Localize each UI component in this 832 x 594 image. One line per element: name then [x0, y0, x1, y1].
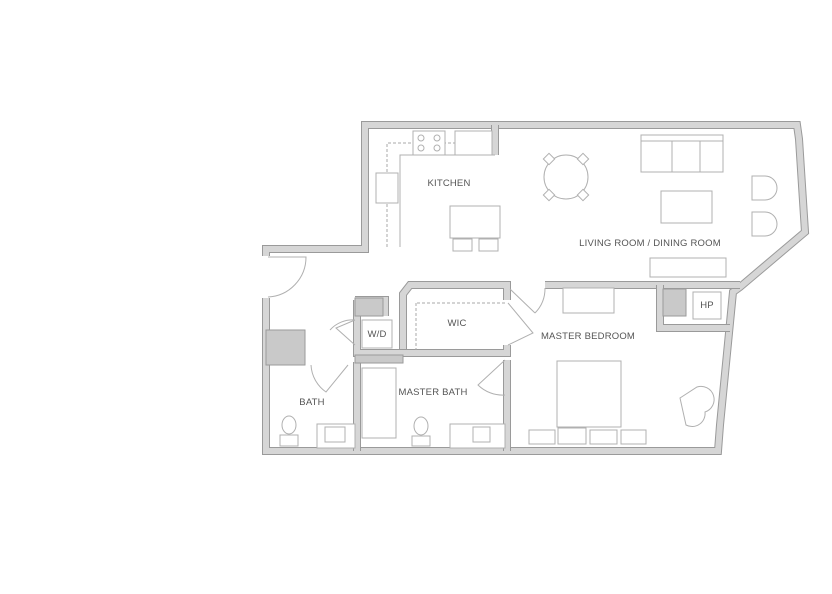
wd-chase: [354, 297, 384, 317]
master-bath-door[interactable]: [477, 359, 506, 396]
dining-table: [543, 154, 589, 200]
exterior-walls: [262, 121, 810, 455]
bath-wall-block: [354, 354, 404, 364]
bedroom-door[interactable]: [509, 287, 546, 314]
kitchen-island: [449, 205, 501, 239]
label-wd: W/D: [367, 329, 386, 340]
wd-door[interactable]: [329, 319, 356, 346]
label-living-dining: LIVING ROOM / DINING ROOM: [579, 238, 721, 249]
label-wic: WIC: [447, 318, 466, 329]
label-hp: HP: [700, 300, 714, 311]
label-kitchen: KITCHEN: [427, 178, 470, 189]
media-console: [649, 257, 727, 278]
hp-unit: [692, 291, 722, 320]
interior-walls: [265, 125, 740, 451]
label-bath: BATH: [299, 397, 324, 408]
kitchen-sink: [375, 172, 399, 204]
bath-door[interactable]: [310, 364, 349, 393]
refrigerator: [454, 130, 493, 156]
coffee-table: [660, 190, 713, 224]
hp-chase: [662, 288, 687, 317]
armchair: [751, 175, 778, 201]
bath-toilet: [281, 415, 297, 435]
stool: [452, 238, 473, 252]
bedroom-furniture: [415, 287, 722, 445]
cooktop: [412, 130, 446, 156]
stool: [478, 238, 499, 252]
washer-dryer: [361, 319, 393, 349]
living-furniture: [542, 134, 778, 278]
armchair: [751, 211, 778, 237]
master-toilet: [413, 416, 429, 436]
bath-fixtures: [279, 319, 506, 449]
dresser: [562, 287, 615, 314]
entry-door[interactable]: [267, 256, 307, 298]
doors: [267, 256, 546, 396]
bed: [556, 360, 622, 428]
bedroom-chair: [679, 385, 715, 427]
label-master-bedroom: MASTER BEDROOM: [541, 331, 635, 342]
wic-door[interactable]: [507, 302, 534, 346]
kitchen-fixtures: [375, 130, 501, 252]
label-master-bath: MASTER BATH: [398, 387, 467, 398]
bath-chase: [265, 329, 306, 366]
